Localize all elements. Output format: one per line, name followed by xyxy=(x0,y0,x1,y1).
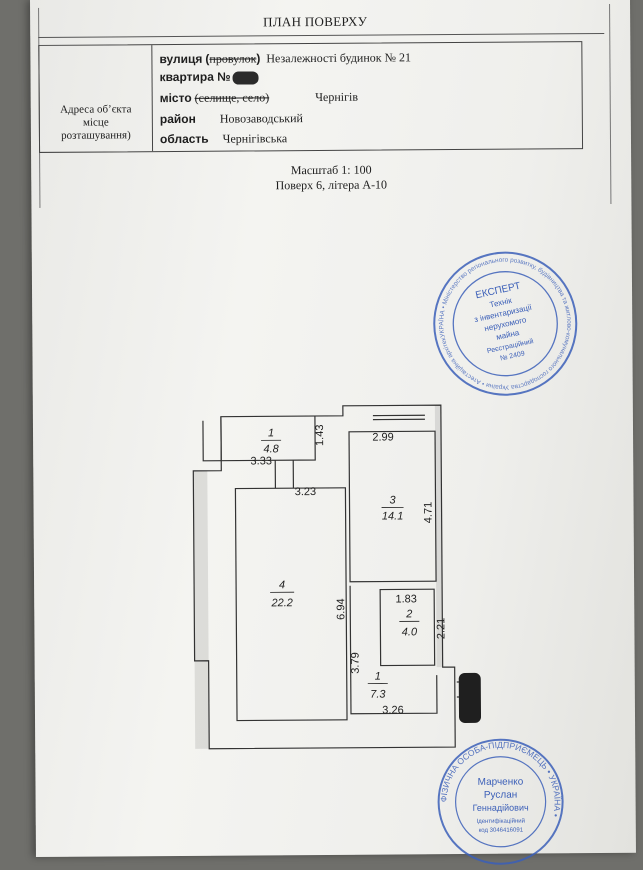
redaction-mark xyxy=(233,71,259,84)
redacted-blob xyxy=(459,673,481,723)
room-3-area: 14.1 xyxy=(382,510,404,522)
room-balcony-area: 4.8 xyxy=(263,443,279,455)
city-struck: (селище, село) xyxy=(195,90,270,105)
fop-line-1: Марченко xyxy=(478,777,524,788)
city-row: місто (селище, село) Чернігів xyxy=(160,90,358,106)
floor-plan: 1 4.8 3 14.1 4 22.2 2 4.0 1 7.3 1.43 2.9… xyxy=(173,397,496,759)
city-key: місто xyxy=(160,91,192,105)
dim-6-94: 6.94 xyxy=(335,598,347,620)
corridor-outline xyxy=(350,585,437,714)
district-key: район xyxy=(160,112,196,126)
fop-line-4: Ідентифікаційний xyxy=(477,818,525,825)
dim-3-23: 3.23 xyxy=(295,486,317,498)
room-balcony-num: 1 xyxy=(268,427,274,439)
fop-stamp: ФІЗИЧНА ОСОБА-ПІДПРИЄМЕЦЬ • УКРАЇНА • Ма… xyxy=(435,736,566,867)
district-row: район Новозаводський xyxy=(160,111,303,127)
street-struck: провулок xyxy=(209,51,256,65)
room-4-num: 4 xyxy=(279,579,285,591)
address-column-divider xyxy=(151,45,153,151)
region-key: область xyxy=(160,132,209,146)
hatch-left xyxy=(193,471,209,749)
room-corridor-num: 1 xyxy=(375,671,381,683)
balcony-wall xyxy=(203,421,221,461)
apartment-key: квартира № xyxy=(159,70,230,84)
address-table: Адреса об’єкта місце розташування) вулиц… xyxy=(38,41,583,153)
dim-1-83: 1.83 xyxy=(395,593,417,605)
dim-3-33: 3.33 xyxy=(250,455,272,467)
room-4-area: 22.2 xyxy=(270,597,293,609)
window-mark xyxy=(373,415,425,419)
district-value: Новозаводський xyxy=(220,111,303,126)
entry-divider xyxy=(275,460,293,488)
street-paren-close: ) xyxy=(256,51,260,65)
street-value: Незалежності будинок № 21 xyxy=(266,50,411,65)
region-value: Чернігівська xyxy=(223,131,288,145)
document-sheet: ПЛАН ПОВЕРХУ Адреса об’єкта місце розташ… xyxy=(30,0,636,857)
dim-3-26: 3.26 xyxy=(382,704,404,716)
room-corridor-area: 7.3 xyxy=(370,689,386,701)
apartment-row: квартира № xyxy=(159,69,258,85)
room-3-num: 3 xyxy=(389,494,396,506)
address-label: Адреса об’єкта місце розташування) xyxy=(42,103,150,143)
expert-line-7: № 2409 xyxy=(499,350,525,362)
dim-2-99: 2.99 xyxy=(372,431,394,443)
fop-line-3: Геннадійович xyxy=(473,803,529,813)
street-key: вулиця xyxy=(159,52,202,66)
dim-2-21: 2.21 xyxy=(435,618,447,640)
room-2-area: 4.0 xyxy=(402,626,418,638)
dim-3-79: 3.79 xyxy=(350,652,362,674)
city-value: Чернігів xyxy=(315,90,358,104)
street-row: вулиця (провулок) Незалежності будинок №… xyxy=(159,50,411,67)
dim-4-71: 4.71 xyxy=(423,502,435,524)
fop-line-5: код 3046416091 xyxy=(479,828,524,834)
region-row: область Чернігівська xyxy=(160,131,287,147)
room-2-num: 2 xyxy=(405,608,412,620)
expert-stamp: УКРАЇНА • Міністерство регіонального роз… xyxy=(416,234,595,413)
fop-line-2: Руслан xyxy=(484,790,518,801)
outer-wall xyxy=(193,405,455,749)
dim-1-43: 1.43 xyxy=(314,425,326,447)
